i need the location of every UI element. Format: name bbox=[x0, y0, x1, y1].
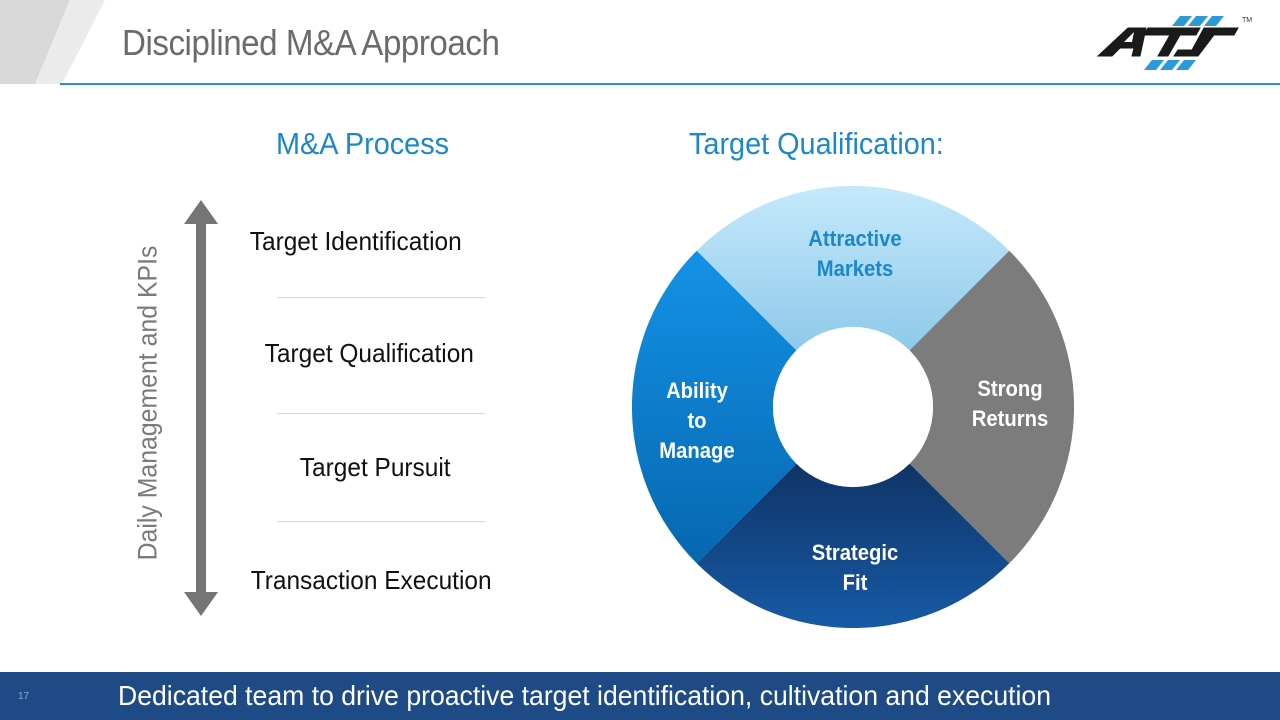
process-step-qualification: Target Qualification bbox=[264, 338, 474, 368]
label-line: Returns bbox=[971, 406, 1049, 431]
label-line: Markets bbox=[816, 256, 894, 281]
footer-tagline: Dedicated team to drive proactive target… bbox=[118, 680, 1052, 711]
label-line: Manage bbox=[659, 438, 735, 463]
label-line: Fit bbox=[842, 570, 868, 595]
page-number: 17 bbox=[18, 691, 30, 702]
process-step-identification: Target Identification bbox=[249, 226, 462, 256]
qualification-heading: Target Qualification: bbox=[689, 126, 944, 161]
label-line: to bbox=[687, 408, 707, 433]
trademark: TM bbox=[1242, 17, 1252, 24]
label-line: Strong bbox=[977, 376, 1043, 401]
label-line: Strategic bbox=[811, 540, 899, 565]
process-step-execution: Transaction Execution bbox=[250, 565, 492, 595]
label-line: Attractive bbox=[808, 226, 902, 251]
ats-logo: TM bbox=[1096, 16, 1252, 70]
process-step-pursuit: Target Pursuit bbox=[299, 452, 451, 482]
label-line: Ability bbox=[666, 378, 728, 403]
process-heading: M&A Process bbox=[276, 126, 450, 161]
segment-label-strategic-fit: Strategic Fit bbox=[786, 538, 924, 598]
segment-ability-to-manage bbox=[632, 250, 797, 564]
segment-strong-returns bbox=[909, 250, 1074, 564]
header-decoration bbox=[0, 0, 105, 84]
side-label: Daily Management and KPIs bbox=[132, 245, 163, 561]
qualification-ring bbox=[632, 186, 1074, 628]
segment-label-attractive-markets: Attractive Markets bbox=[786, 224, 924, 284]
footer-banner: 17 Dedicated team to drive proactive tar… bbox=[0, 672, 1280, 720]
double-arrow-icon bbox=[184, 200, 218, 616]
segment-label-strong-returns: Strong Returns bbox=[950, 374, 1070, 434]
segment-label-ability-to-manage: Ability to Manage bbox=[642, 376, 752, 466]
header-rule bbox=[60, 83, 1280, 85]
segment-strategic-fit bbox=[696, 463, 1010, 628]
segment-attractive-markets bbox=[696, 186, 1010, 351]
divider bbox=[277, 521, 485, 522]
divider bbox=[277, 297, 485, 298]
divider bbox=[277, 413, 485, 414]
page-title: Disciplined M&A Approach bbox=[122, 22, 500, 63]
